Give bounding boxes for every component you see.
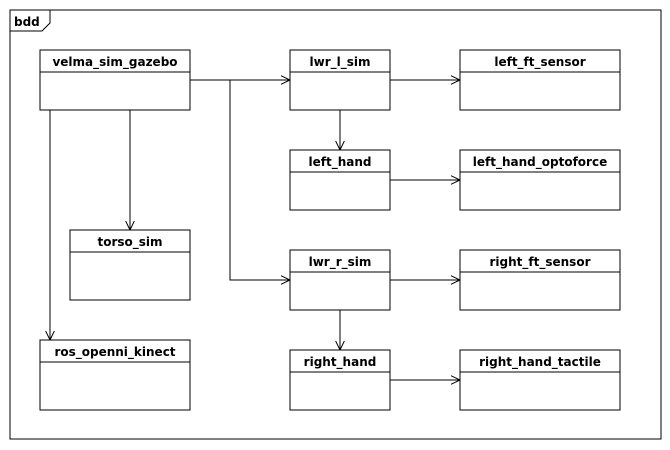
frame-label: bdd: [14, 15, 40, 29]
block-left-hand-optoforce[interactable]: left_hand_optoforce: [459, 149, 621, 211]
block-box: [69, 229, 191, 301]
block-torso-sim[interactable]: torso_sim: [69, 229, 191, 301]
block-name: left_ft_sensor: [494, 55, 585, 70]
block-box: [39, 339, 191, 411]
block-box: [459, 349, 621, 411]
block-lwr-l-sim[interactable]: lwr_l_sim: [289, 49, 391, 111]
block-box: [459, 249, 621, 311]
block-right-ft-sensor[interactable]: right_ft_sensor: [459, 249, 621, 311]
block-name: velma_sim_gazebo: [52, 55, 177, 70]
block-lwr-r-sim[interactable]: lwr_r_sim: [289, 249, 391, 311]
block-left-hand[interactable]: left_hand: [289, 149, 391, 211]
block-name: ros_openni_kinect: [54, 345, 175, 360]
block-ros-openni-kinect[interactable]: ros_openni_kinect: [39, 339, 191, 411]
block-name: lwr_r_sim: [309, 255, 372, 270]
block-velma-sim-gazebo[interactable]: velma_sim_gazebo: [39, 49, 191, 111]
block-box: [289, 49, 391, 111]
block-box: [39, 49, 191, 111]
block-box: [459, 49, 621, 111]
block-name: left_hand_optoforce: [473, 155, 607, 170]
block-right-hand[interactable]: right_hand: [289, 349, 391, 411]
block-name: right_ft_sensor: [490, 255, 591, 270]
block-right-hand-tactile[interactable]: right_hand_tactile: [459, 349, 621, 411]
block-box: [289, 149, 391, 211]
block-box: [289, 349, 391, 411]
block-name: lwr_l_sim: [310, 55, 371, 70]
frame-label-tab: [10, 10, 51, 32]
block-left-ft-sensor[interactable]: left_ft_sensor: [459, 49, 621, 111]
blocks-layer: velma_sim_gazebo lwr_l_sim left_ft_sensorl…: [39, 49, 621, 411]
edge-line: [229, 80, 290, 281]
block-name: torso_sim: [97, 235, 162, 250]
block-box: [459, 149, 621, 211]
block-name: right_hand_tactile: [479, 355, 601, 370]
block-name: right_hand: [304, 355, 377, 370]
block-name: left_hand: [309, 155, 372, 170]
block-box: [289, 249, 391, 311]
